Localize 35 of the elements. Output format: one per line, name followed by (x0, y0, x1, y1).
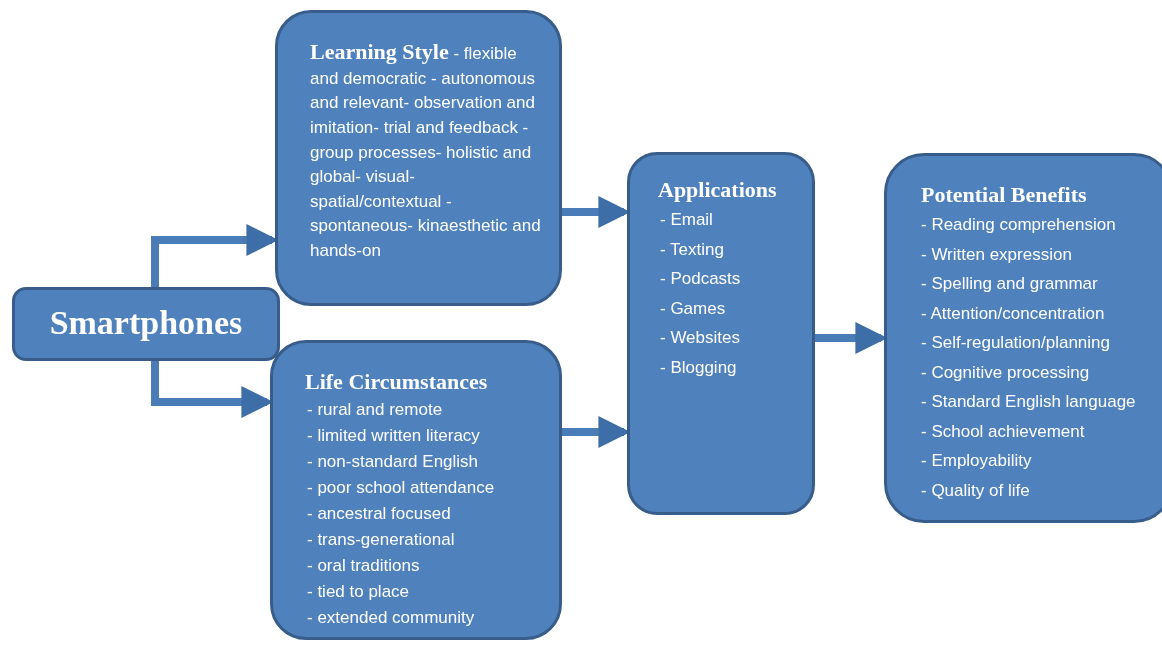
list-item: - extended community (306, 607, 476, 630)
box-heading: Life Circumstances (305, 369, 489, 396)
rounded-box (884, 153, 1162, 523)
list-item: - non-standard English (306, 451, 480, 474)
list-item: - School achievement (921, 420, 1086, 443)
list-item: - Quality of life (921, 479, 1031, 502)
list-item: - Blogging (659, 356, 738, 379)
list-item: - Email (659, 209, 714, 232)
list-item: - Podcasts (659, 268, 742, 291)
list-item: - Employability (921, 450, 1033, 473)
rounded-box (12, 287, 280, 361)
list-item: - Written expression (921, 243, 1073, 266)
rounded-box (275, 10, 562, 306)
list-item: - tied to place (306, 581, 411, 604)
list-item: - Games (659, 297, 727, 320)
list-item: - Reading comprehension (921, 214, 1117, 237)
list-item: - Spelling and grammar (921, 273, 1099, 296)
list-item: - rural and remote (306, 399, 444, 422)
box-heading: Potential Benefits (921, 182, 1088, 209)
list-item: - oral traditions (306, 555, 421, 578)
list-item: - ancestral focused (306, 503, 452, 526)
box-text: Learning Style - flexible and democratic - autonomous and relevant- observation and imitation- trial and feedback - group processes- holistic and global- visual-spatial/contextual - spontaneous- kinaesthetic and hands-on (310, 39, 542, 263)
box-heading: Smartphones (49, 302, 243, 343)
list-item: - trans-generational (306, 529, 456, 552)
list-item: - Standard English language (921, 391, 1137, 414)
list-item: - Texting (659, 238, 725, 261)
list-item: - Attention/concentration (921, 302, 1106, 325)
box-heading: Applications (658, 177, 778, 204)
list-item: - limited written literacy (306, 425, 481, 448)
rounded-box (627, 152, 815, 515)
list-item: - Self-regulation/planning (921, 332, 1111, 355)
rounded-box (270, 340, 562, 640)
list-item: - poor school attendance (306, 477, 496, 500)
list-item: - Websites (659, 327, 741, 350)
list-item: - Cognitive processing (921, 361, 1091, 384)
